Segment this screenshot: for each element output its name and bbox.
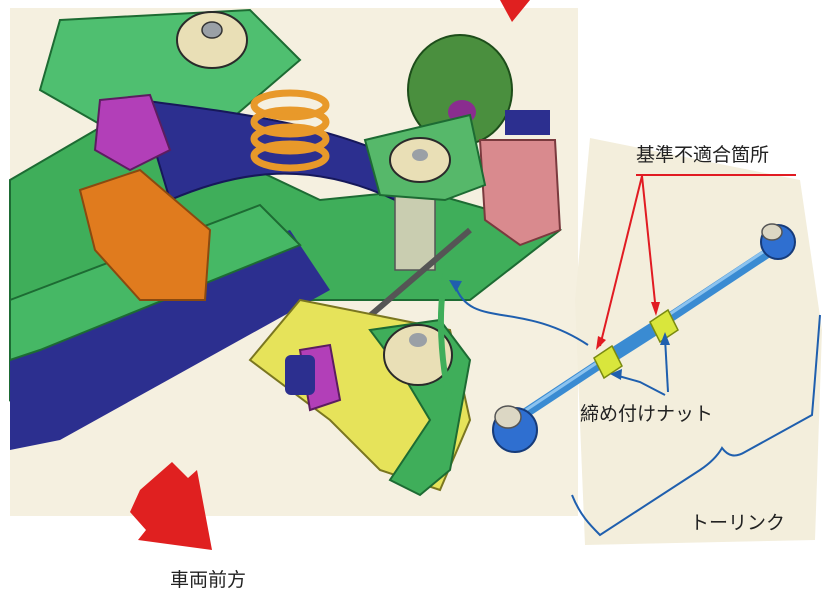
lower-link-mount: [285, 355, 315, 395]
shock-absorber: [394, 194, 436, 271]
coil-spring: [250, 89, 330, 172]
orange-bracket: [78, 168, 212, 301]
inset-background: [575, 138, 822, 545]
tightening-nut-left: [593, 344, 623, 380]
tightening-nut-right: [649, 308, 679, 344]
strut-top-nut: [412, 149, 428, 161]
toe-link-brace: [571, 314, 821, 537]
nut-leader-arrowhead-left-icon: [610, 369, 622, 380]
outer-end-bushing: [492, 405, 538, 453]
nonconform-leader-left: [599, 175, 643, 347]
inner-end-bushing: [760, 223, 796, 260]
callout-arrow-curve: [454, 284, 589, 346]
toe-link-label: トーリンク: [690, 512, 786, 534]
leader-arrowhead-left-icon: [596, 336, 606, 350]
nut-leader-right: [664, 337, 669, 393]
strut-top-mount-upper: [176, 11, 248, 69]
leader-arrowhead-right-icon: [651, 302, 660, 316]
bushing-mount: [93, 93, 172, 172]
stabilizer-bar: [437, 258, 458, 421]
lower-spring-seat: [383, 324, 453, 386]
strut-top-nut-upper: [201, 21, 223, 39]
nonconform-leader-right: [641, 175, 657, 313]
tightening-nut-label: 締め付けナット: [580, 403, 714, 425]
lower-seat-bolt: [409, 333, 427, 347]
brake-caliper: [478, 139, 562, 247]
nut-leader-left: [614, 374, 666, 396]
nut-leader-arrowhead-right-icon: [660, 332, 670, 345]
vehicle-front-arrow-icon: [130, 462, 212, 550]
frame-rail-lower: [10, 230, 330, 450]
vehicle-front-label: 車両前方: [170, 569, 247, 591]
caliper-bracket: [505, 110, 550, 135]
top-red-arrow-icon: [500, 0, 530, 22]
nonconforming-location-label: 基準不適合箇所: [636, 144, 770, 166]
callout-arrowhead-icon: [449, 280, 462, 292]
